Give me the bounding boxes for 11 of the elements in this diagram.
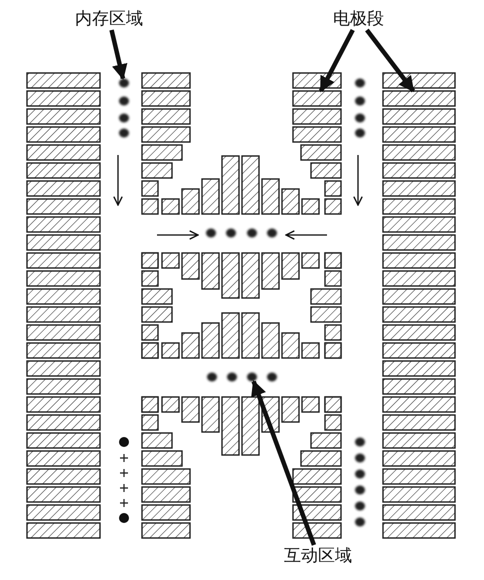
ion bbox=[119, 78, 129, 88]
region-label: 互动区域 bbox=[284, 545, 352, 567]
electrode bbox=[292, 90, 342, 107]
leader-arrow bbox=[318, 28, 355, 92]
region-label: 电极段 bbox=[333, 8, 384, 30]
leader-arrow bbox=[365, 28, 416, 92]
leader-arrow bbox=[109, 30, 128, 80]
electrode bbox=[382, 90, 456, 107]
region-label: 内存区域 bbox=[75, 8, 143, 30]
leader-arrow bbox=[251, 380, 316, 546]
ion bbox=[247, 372, 257, 382]
